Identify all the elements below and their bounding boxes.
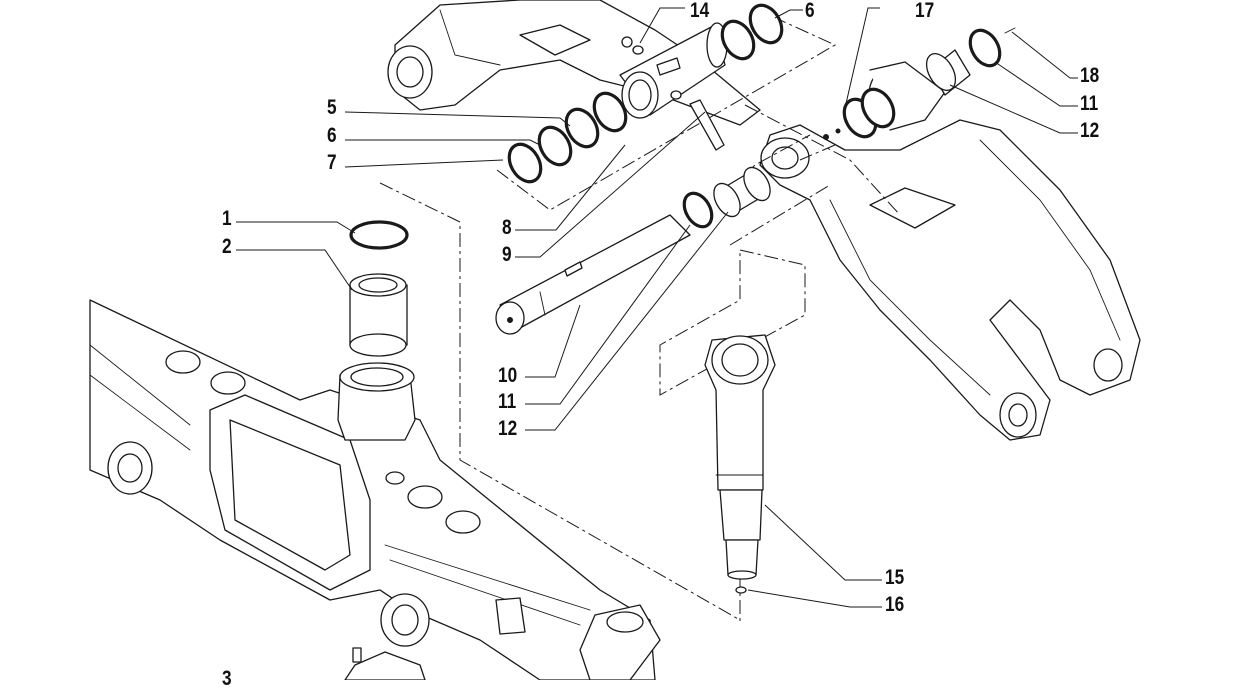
callout-2: 2 (222, 235, 232, 258)
callout-8: 8 (502, 216, 512, 239)
bushing-and-seal (349, 220, 409, 357)
axle-housing (89, 299, 661, 680)
callout-14: 14 (690, 0, 710, 22)
callout-11: 11 (1080, 92, 1099, 115)
callout-6: 6 (327, 124, 337, 147)
leader-lines (236, 7, 1078, 608)
callout-12: 12 (1080, 119, 1100, 142)
assembly-lines (379, 19, 901, 625)
callout-18: 18 (1080, 64, 1100, 87)
callout-9: 9 (502, 243, 512, 266)
callout-11: 11 (498, 390, 517, 413)
pivot-pin (495, 166, 771, 335)
callout-6: 6 (805, 0, 815, 22)
callout-10: 10 (498, 364, 518, 387)
swing-arm (759, 61, 1141, 441)
callout-15: 15 (885, 566, 905, 589)
callout-16: 16 (885, 593, 905, 616)
callout-12: 12 (498, 417, 518, 440)
right-bushing-parts (823, 27, 1016, 140)
callout-17: 17 (915, 0, 935, 22)
callout-7: 7 (327, 151, 337, 174)
callout-5: 5 (327, 96, 337, 119)
callout-3: 3 (222, 667, 232, 690)
pivot-bushing-parts (507, 3, 784, 184)
callout-1: 1 (222, 207, 232, 230)
hydraulic-cylinder (704, 334, 776, 594)
